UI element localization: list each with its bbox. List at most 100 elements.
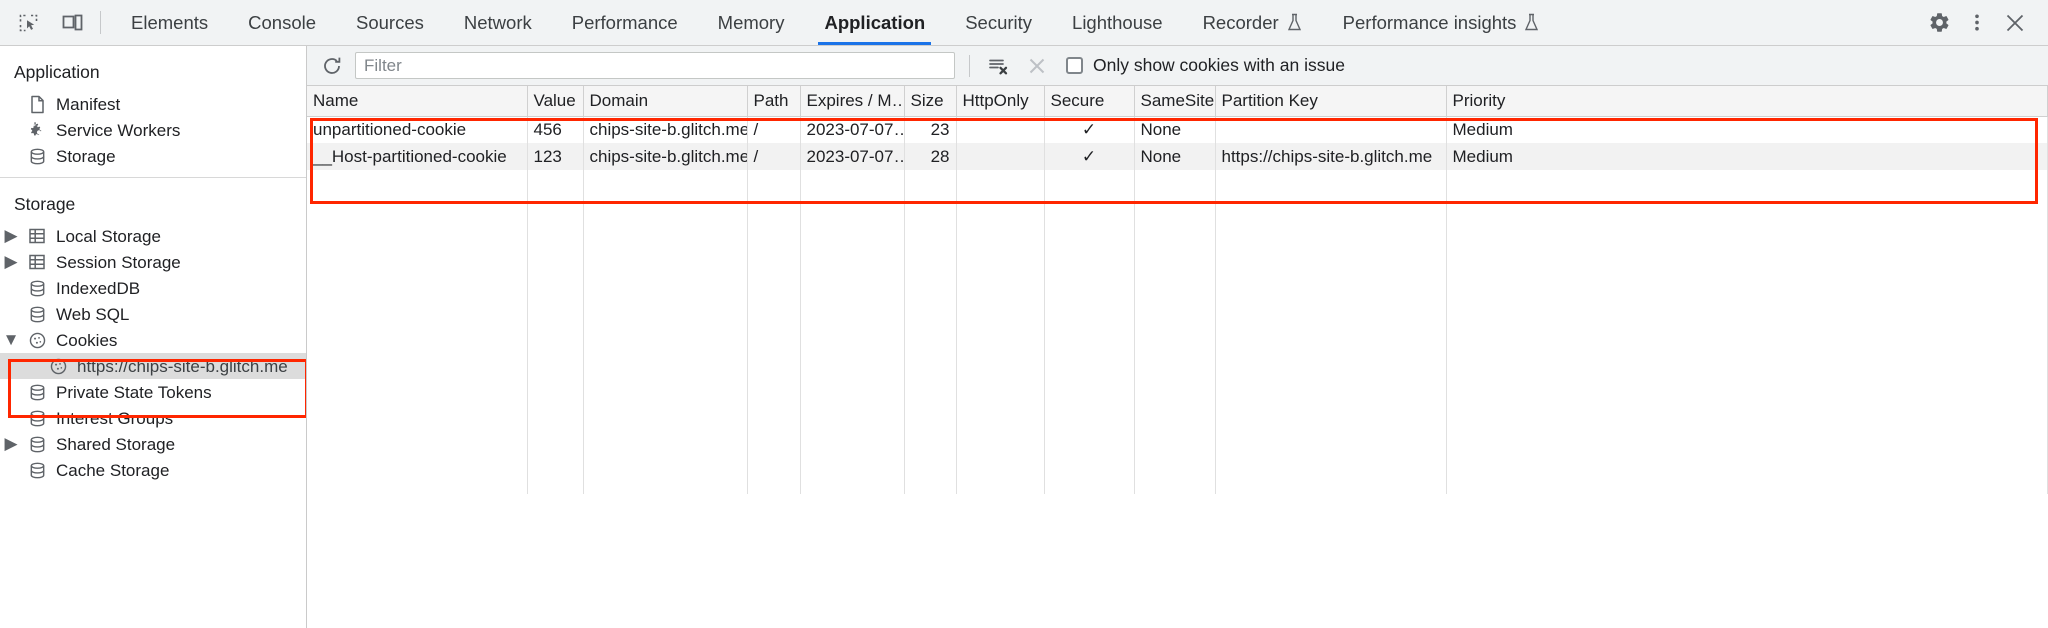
- tab-elements[interactable]: Elements: [111, 0, 228, 45]
- service-workers-gears-icon: [27, 120, 47, 140]
- column-header-partition-key[interactable]: Partition Key: [1215, 86, 1447, 117]
- sidebar-item-label: Cache Storage: [56, 460, 170, 480]
- cell-name: __Host-partitioned-cookie: [307, 143, 528, 170]
- cell-samesite: None: [1134, 116, 1216, 143]
- filter-input[interactable]: Filter: [355, 52, 955, 79]
- more-vertical-icon[interactable]: [1960, 6, 1994, 40]
- table-row[interactable]: unpartitioned-cookie 456 chips-site-b.gl…: [307, 116, 2048, 143]
- twisty-none-icon: ▶: [4, 460, 18, 480]
- tab-label: Sources: [356, 11, 424, 33]
- chevron-right-icon[interactable]: ▶: [4, 252, 18, 271]
- column-header-priority[interactable]: Priority: [1446, 86, 2048, 117]
- inspect-element-icon[interactable]: [14, 8, 44, 38]
- sidebar-item-cookie-origin[interactable]: https://chips-site-b.glitch.me: [0, 353, 306, 379]
- sidebar-item-session-storage[interactable]: ▶ Session Storage: [0, 249, 306, 275]
- cookies-toolbar: Filter Only show cookies with: [307, 46, 2048, 86]
- table-icon: [27, 252, 47, 272]
- sidebar-item-web-sql[interactable]: ▶ Web SQL: [0, 301, 306, 327]
- column-header-httponly[interactable]: HttpOnly: [956, 86, 1045, 117]
- table-filler-row: [307, 467, 2048, 494]
- column-header-expires[interactable]: Expires / M…: [800, 86, 905, 117]
- chevron-down-icon[interactable]: ▼: [2, 330, 20, 349]
- gear-icon[interactable]: [1922, 6, 1956, 40]
- tabbar-right-icons: [1893, 0, 2048, 45]
- database-icon: [27, 434, 47, 454]
- tab-application[interactable]: Application: [804, 0, 945, 45]
- tab-label: Memory: [717, 11, 785, 33]
- sidebar-item-local-storage[interactable]: ▶ Local Storage: [0, 223, 306, 249]
- sidebar-item-label: Cookies: [56, 330, 118, 350]
- table-filler-row: [307, 170, 2048, 197]
- cell-expires: 2023-07-07…: [800, 143, 905, 170]
- column-header-domain[interactable]: Domain: [583, 86, 748, 117]
- sidebar-item-indexeddb[interactable]: ▶ IndexedDB: [0, 275, 306, 301]
- tab-recorder[interactable]: Recorder: [1183, 0, 1323, 45]
- clear-filtered-cookies-icon[interactable]: [1022, 51, 1052, 81]
- table-header-row: Name Value Domain Path Expires / M… Size…: [307, 86, 2048, 117]
- database-icon: [27, 304, 47, 324]
- column-header-value[interactable]: Value: [527, 86, 584, 117]
- clear-all-cookies-icon[interactable]: [984, 51, 1014, 81]
- column-header-name[interactable]: Name: [307, 86, 528, 117]
- table-filler-row: [307, 440, 2048, 467]
- sidebar-item-label: Session Storage: [56, 252, 181, 272]
- tab-performance-insights[interactable]: Performance insights: [1323, 0, 1561, 45]
- sidebar-item-interest-groups[interactable]: ▶ Interest Groups: [0, 405, 306, 431]
- cell-domain: chips-site-b.glitch.me: [583, 143, 748, 170]
- cell-size: 23: [904, 116, 957, 143]
- cell-httponly: [956, 143, 1045, 170]
- close-icon[interactable]: [1998, 6, 2032, 40]
- table-filler-row: [307, 251, 2048, 278]
- tab-security[interactable]: Security: [945, 0, 1052, 45]
- sidebar-item-label: Local Storage: [56, 226, 161, 246]
- devtools-body: Application ▶ Manifest ▶: [0, 46, 2048, 628]
- sidebar-item-label: Shared Storage: [56, 434, 176, 454]
- cell-value: 123: [527, 143, 584, 170]
- cell-priority: Medium: [1446, 116, 2048, 143]
- twisty-none-icon: ▶: [4, 120, 18, 140]
- database-icon: [27, 146, 47, 166]
- sidebar-item-cookies[interactable]: ▼ Cookies: [0, 327, 306, 353]
- sidebar-item-service-workers[interactable]: ▶ Service Workers: [0, 117, 306, 143]
- table-filler-row: [307, 197, 2048, 224]
- sidebar-item-storage[interactable]: ▶ Storage: [0, 143, 306, 169]
- sidebar-item-manifest[interactable]: ▶ Manifest: [0, 91, 306, 117]
- cookies-table: Name Value Domain Path Expires / M… Size…: [307, 86, 2048, 494]
- only-issues-checkbox[interactable]: [1066, 57, 1083, 74]
- devtools-tabbar: Elements Console Sources Network Perform…: [0, 0, 2048, 46]
- column-header-size[interactable]: Size: [904, 86, 957, 117]
- cell-path: /: [747, 143, 801, 170]
- twisty-none-icon: ▶: [4, 304, 18, 324]
- twisty-none-icon: ▶: [4, 278, 18, 298]
- tab-network[interactable]: Network: [444, 0, 552, 45]
- tab-label: Application: [824, 11, 926, 33]
- tab-memory[interactable]: Memory: [698, 0, 805, 45]
- column-header-samesite[interactable]: SameSite: [1134, 86, 1216, 117]
- tab-console[interactable]: Console: [228, 0, 336, 45]
- refresh-icon[interactable]: [317, 51, 347, 81]
- chevron-right-icon[interactable]: ▶: [4, 434, 18, 453]
- table-row[interactable]: __Host-partitioned-cookie 123 chips-site…: [307, 143, 2048, 170]
- tab-label: Network: [463, 11, 532, 33]
- sidebar-item-private-state-tokens[interactable]: ▶ Private State Tokens: [0, 379, 306, 405]
- cell-secure: ✓: [1044, 116, 1135, 143]
- cell-partition-key: [1215, 116, 1447, 143]
- sidebar-item-cache-storage[interactable]: ▶ Cache Storage: [0, 457, 306, 483]
- tab-label: Recorder: [1202, 11, 1279, 33]
- tab-label: Lighthouse: [1072, 11, 1163, 33]
- chevron-right-icon[interactable]: ▶: [4, 226, 18, 245]
- column-header-secure[interactable]: Secure: [1044, 86, 1135, 117]
- sidebar-item-shared-storage[interactable]: ▶ Shared Storage: [0, 431, 306, 457]
- tab-sources[interactable]: Sources: [336, 0, 444, 45]
- tab-lighthouse[interactable]: Lighthouse: [1052, 0, 1183, 45]
- tab-performance[interactable]: Performance: [552, 0, 698, 45]
- device-toolbar-icon[interactable]: [58, 8, 88, 38]
- only-issues-checkbox-group[interactable]: Only show cookies with an issue: [1060, 55, 1345, 76]
- cell-path: /: [747, 116, 801, 143]
- tabbar-left-icons: [0, 0, 94, 45]
- table-filler-row: [307, 305, 2048, 332]
- column-header-path[interactable]: Path: [747, 86, 801, 117]
- database-icon: [27, 460, 47, 480]
- sidebar-item-label: Web SQL: [56, 304, 130, 324]
